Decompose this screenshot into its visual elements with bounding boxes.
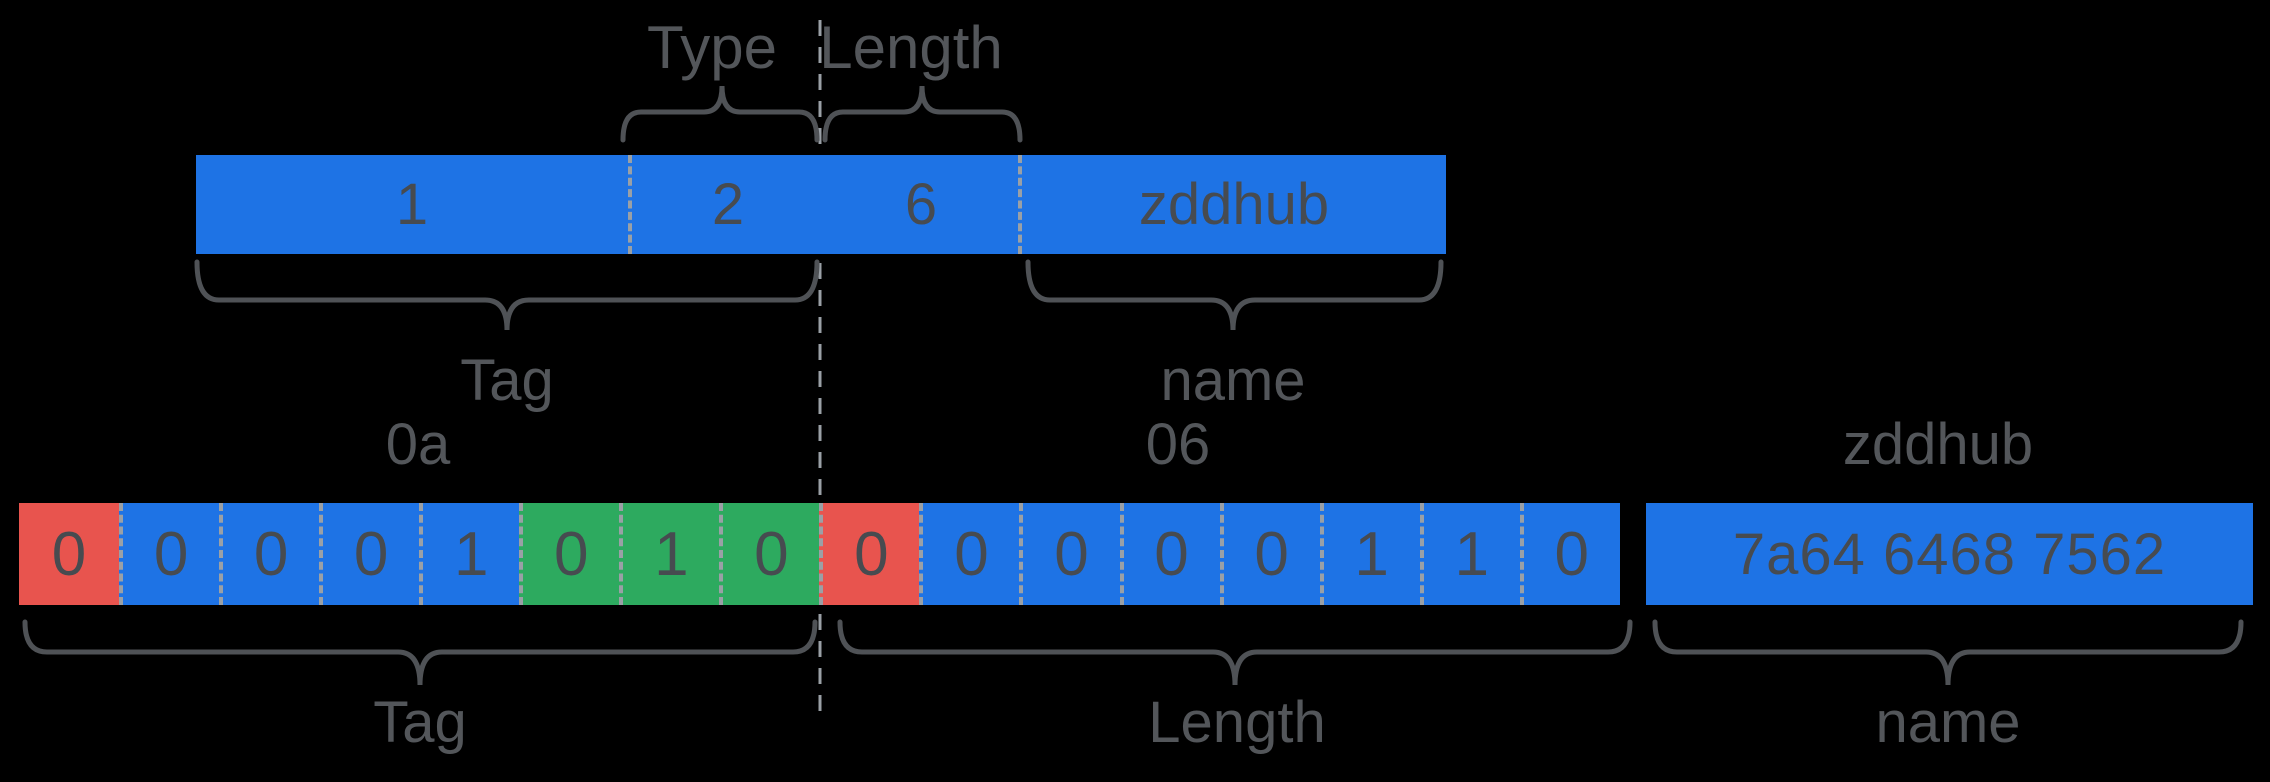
bit-cell-green: 0 <box>519 503 620 605</box>
name-label-bottom: name <box>1875 690 2021 755</box>
type-label: Type <box>646 14 778 81</box>
name-label-top: name <box>1160 348 1306 413</box>
bar-segment-field-number: 1 <box>196 155 632 254</box>
utf8-bytes-box: 7a64 6468 7562 <box>1646 503 2253 605</box>
bit-cell-green: 0 <box>719 503 820 605</box>
bit-cell-blue: 0 <box>1019 503 1120 605</box>
bit-cell-green: 1 <box>619 503 720 605</box>
bit-cell-blue: 0 <box>919 503 1020 605</box>
byte1-hex-label: 0a <box>385 412 451 477</box>
length-label-bottom: Length <box>1148 690 1326 755</box>
encoded-message-bar: 1 2 6 zddhub <box>196 155 1446 254</box>
tag-brace-top <box>194 259 820 331</box>
bit-cell-red: 0 <box>19 503 120 605</box>
tag-brace-bottom <box>22 619 818 686</box>
bit-cell-blue: 1 <box>1319 503 1420 605</box>
tag-label-top: Tag <box>460 348 554 413</box>
bar-segment-value: zddhub <box>1138 172 1330 237</box>
length-brace-bottom <box>837 619 1633 686</box>
bit-cell-blue: 1 <box>419 503 520 605</box>
bit-cell-blue: 0 <box>1119 503 1220 605</box>
type-brace <box>620 85 820 143</box>
name-brace-bottom <box>1652 619 2244 686</box>
bit-cell-blue: 0 <box>1219 503 1320 605</box>
bit-cell-red: 0 <box>819 503 920 605</box>
bit-cell-blue: 0 <box>319 503 420 605</box>
bit-cell-blue: 1 <box>1419 503 1520 605</box>
bar-segment-length: 6 <box>824 155 1022 254</box>
tag-label-bottom: Tag <box>373 690 467 755</box>
byte2-hex-label: 06 <box>1145 412 1211 477</box>
bit-cell-blue: 0 <box>1519 503 1620 605</box>
bar-segment-wire-type: 2 <box>711 172 745 237</box>
hex-value: 7a64 6468 7562 <box>1732 521 2167 587</box>
bit-cell-blue: 0 <box>119 503 220 605</box>
name-brace-top <box>1025 259 1444 331</box>
length-brace-top <box>822 85 1023 143</box>
length-label-top: Length <box>819 14 1003 81</box>
bit-cell-blue: 0 <box>219 503 320 605</box>
value-string-label: zddhub <box>1842 412 2034 477</box>
